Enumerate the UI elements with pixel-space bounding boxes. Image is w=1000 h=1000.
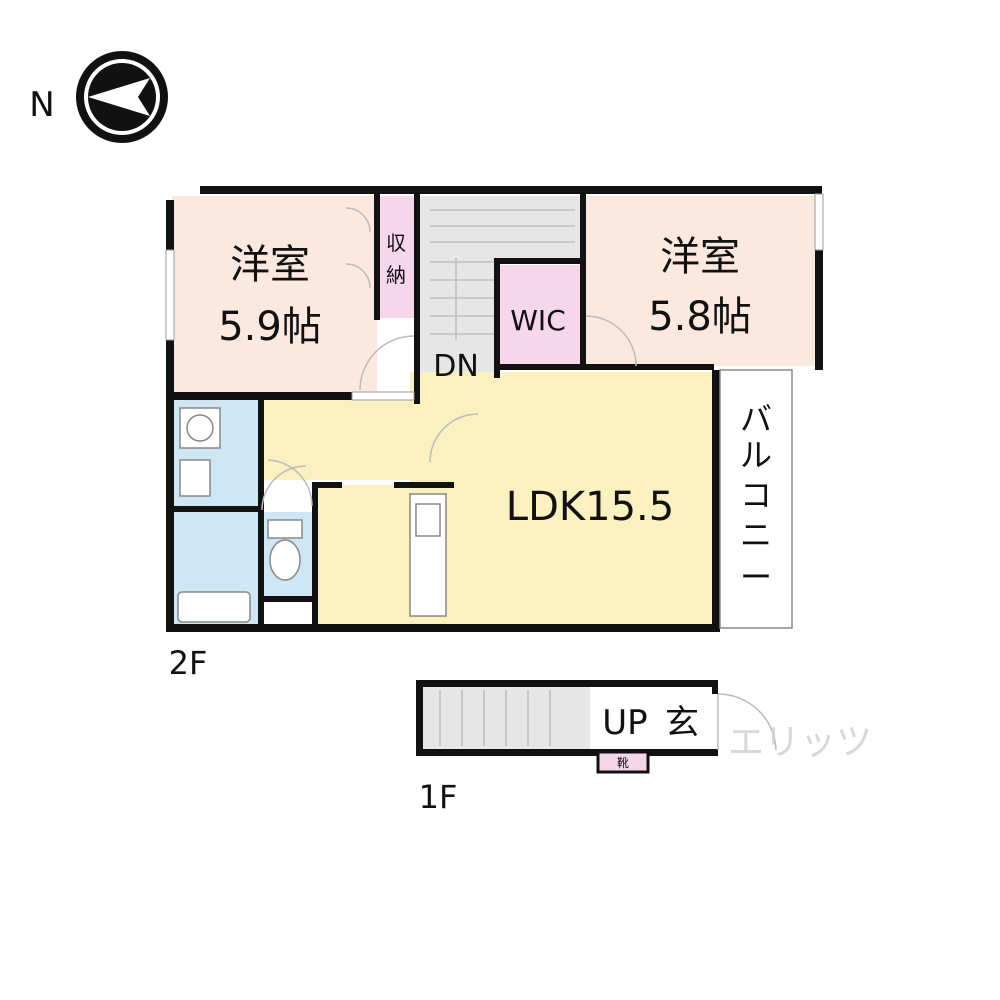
- windows: [165, 193, 824, 401]
- west-bedroom-floor: [172, 196, 377, 396]
- entry-stair-treads: [439, 690, 551, 746]
- balcony: [719, 369, 793, 629]
- shoe-box: [596, 750, 650, 774]
- wic-label: WIC: [510, 304, 566, 337]
- stairs-up-label: UP: [602, 703, 647, 743]
- bathtub-icon: [177, 591, 251, 623]
- walls-2f: [166, 186, 823, 632]
- wash-basin-icon: [179, 459, 211, 497]
- wall-stairs-west: [414, 194, 420, 404]
- stair-treads: [430, 209, 575, 340]
- wall-toilet-south: [262, 596, 318, 602]
- north-letter: N: [29, 85, 54, 125]
- wall-storage-west: [374, 194, 380, 320]
- west-bedroom-size: 5.9帖: [218, 304, 322, 350]
- balcony-label-2: ル: [740, 436, 772, 474]
- balcony-label-4: ニ: [740, 516, 772, 554]
- wall-wic-west: [494, 258, 500, 378]
- wall-corridor-top-b: [394, 482, 454, 488]
- wall-corridor-west: [312, 482, 318, 628]
- balcony-label-3: コ: [740, 476, 772, 514]
- wic-floor: [498, 265, 580, 365]
- washing-machine-icon: [179, 407, 221, 449]
- wall-east-bedroom-south: [586, 364, 714, 370]
- wall-wic-south: [494, 364, 584, 370]
- wall-ldk-east: [712, 370, 720, 632]
- walls-1f: [416, 680, 718, 756]
- toilet-bowl-icon: [269, 539, 301, 581]
- wall-west: [166, 200, 174, 628]
- watermark-text: エリッツ: [728, 722, 872, 763]
- wall-wic-north: [494, 258, 584, 264]
- storage-label-2: 納: [386, 263, 406, 287]
- wall-corridor-top-a: [312, 482, 342, 488]
- wall-east-bedroom: [815, 250, 823, 370]
- wall-west-bedroom-south: [172, 392, 352, 400]
- wall-wet-mid: [172, 506, 262, 512]
- west-bedroom-type: 洋室: [230, 242, 310, 288]
- floor-2f-label: 2F: [169, 644, 208, 682]
- entrance-door-swing: [717, 693, 777, 751]
- stairwell-top-floor: [420, 196, 582, 258]
- storage-label-1: 収: [386, 231, 406, 255]
- east-bedroom-floor: [584, 196, 820, 366]
- compass: N: [29, 51, 168, 143]
- ldk-label: LDK15.5: [506, 484, 674, 530]
- east-bedroom-size: 5.8帖: [648, 294, 752, 340]
- stairs-down-label: DN: [433, 349, 479, 384]
- labels-2f: 洋室 5.9帖 収 納 WIC DN 洋室 5.8帖 LDK15.5 バ ル コ…: [169, 231, 772, 682]
- fixtures: [177, 407, 447, 623]
- wall-south: [166, 624, 719, 632]
- balcony-label-5: ー: [740, 558, 772, 596]
- balcony-label-1: バ: [740, 400, 772, 438]
- entrance-label: 玄: [665, 703, 699, 743]
- storage-floor: [378, 196, 418, 318]
- wall-north: [200, 186, 822, 194]
- ldk-floor: [410, 372, 715, 628]
- shoe-box-label: 靴: [617, 756, 629, 770]
- east-bedroom-type: 洋室: [660, 234, 740, 280]
- toilet-tank-icon: [267, 519, 303, 539]
- kitchen-sink-icon: [415, 503, 441, 537]
- compass-north-arrow-icon: [88, 78, 150, 116]
- entry-stairs-floor: [420, 684, 590, 750]
- wall-east-bedroom-west: [580, 194, 586, 370]
- floor-1f-label: 1F: [419, 778, 458, 816]
- door-swings: [261, 207, 637, 511]
- entrance-floor: [590, 684, 714, 750]
- corridor-floor: [318, 485, 410, 627]
- first-floor: 靴 UP 玄 1F: [416, 680, 777, 816]
